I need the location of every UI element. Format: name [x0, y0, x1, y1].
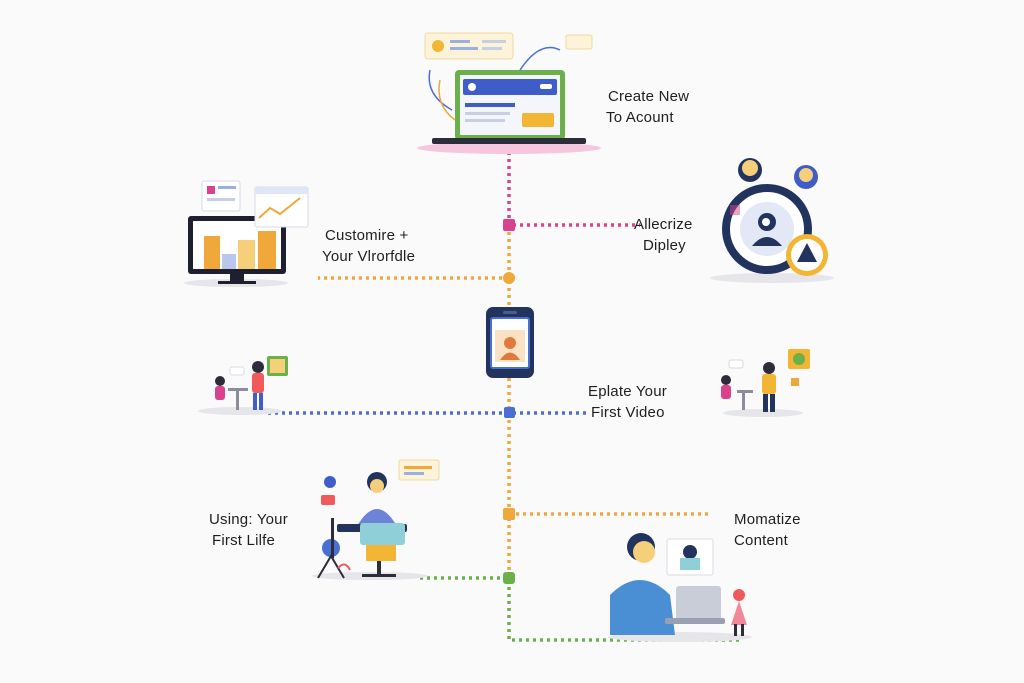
step-customize-line2: Your Vlrorfdle [322, 248, 416, 265]
step-allecrize-line1: Allecrize [634, 216, 693, 233]
step-create-account-line2: To Acount [606, 109, 674, 126]
monitor-chart-illustration [184, 180, 309, 287]
laptop-illustration [417, 32, 601, 154]
creator-desk-illustration [312, 459, 440, 580]
team-meeting-illustration [198, 356, 288, 415]
step-first-life-label: Using: Your First Lilfe [209, 509, 288, 551]
step-customize-line1: Customire + [325, 227, 409, 244]
monetize-illustration [608, 533, 752, 642]
step-first-video-line2: First Video [591, 404, 665, 421]
step-create-account-label: Create New To Acount [606, 86, 690, 128]
step-monetize-line2: Content [734, 532, 788, 549]
step-customize-label: Customire + Your Vlrorfdle [322, 225, 415, 267]
step-monetize-line1: Momatize [734, 511, 801, 528]
avatar-circle-illustration [710, 158, 834, 283]
step-allecrize-label: Allecrize Dipley [634, 214, 692, 256]
phone-illustration [486, 307, 534, 378]
step-allecrize-line2: Dipley [643, 237, 686, 254]
step-first-life-line1: Using: Your [209, 511, 288, 528]
step-monetize-label: Momatize Content [734, 509, 801, 551]
connector-orange-bottom [507, 378, 712, 578]
step-first-life-line2: First Lilfe [212, 532, 276, 549]
step-create-account-line1: Create New [608, 88, 690, 105]
step-first-video-line1: Eplate Your [588, 383, 667, 400]
step-first-video-label: Eplate Your First Video [588, 381, 667, 423]
connector-nodes [503, 219, 515, 584]
presenter-illustration [721, 349, 810, 417]
connector-pink [507, 152, 640, 227]
